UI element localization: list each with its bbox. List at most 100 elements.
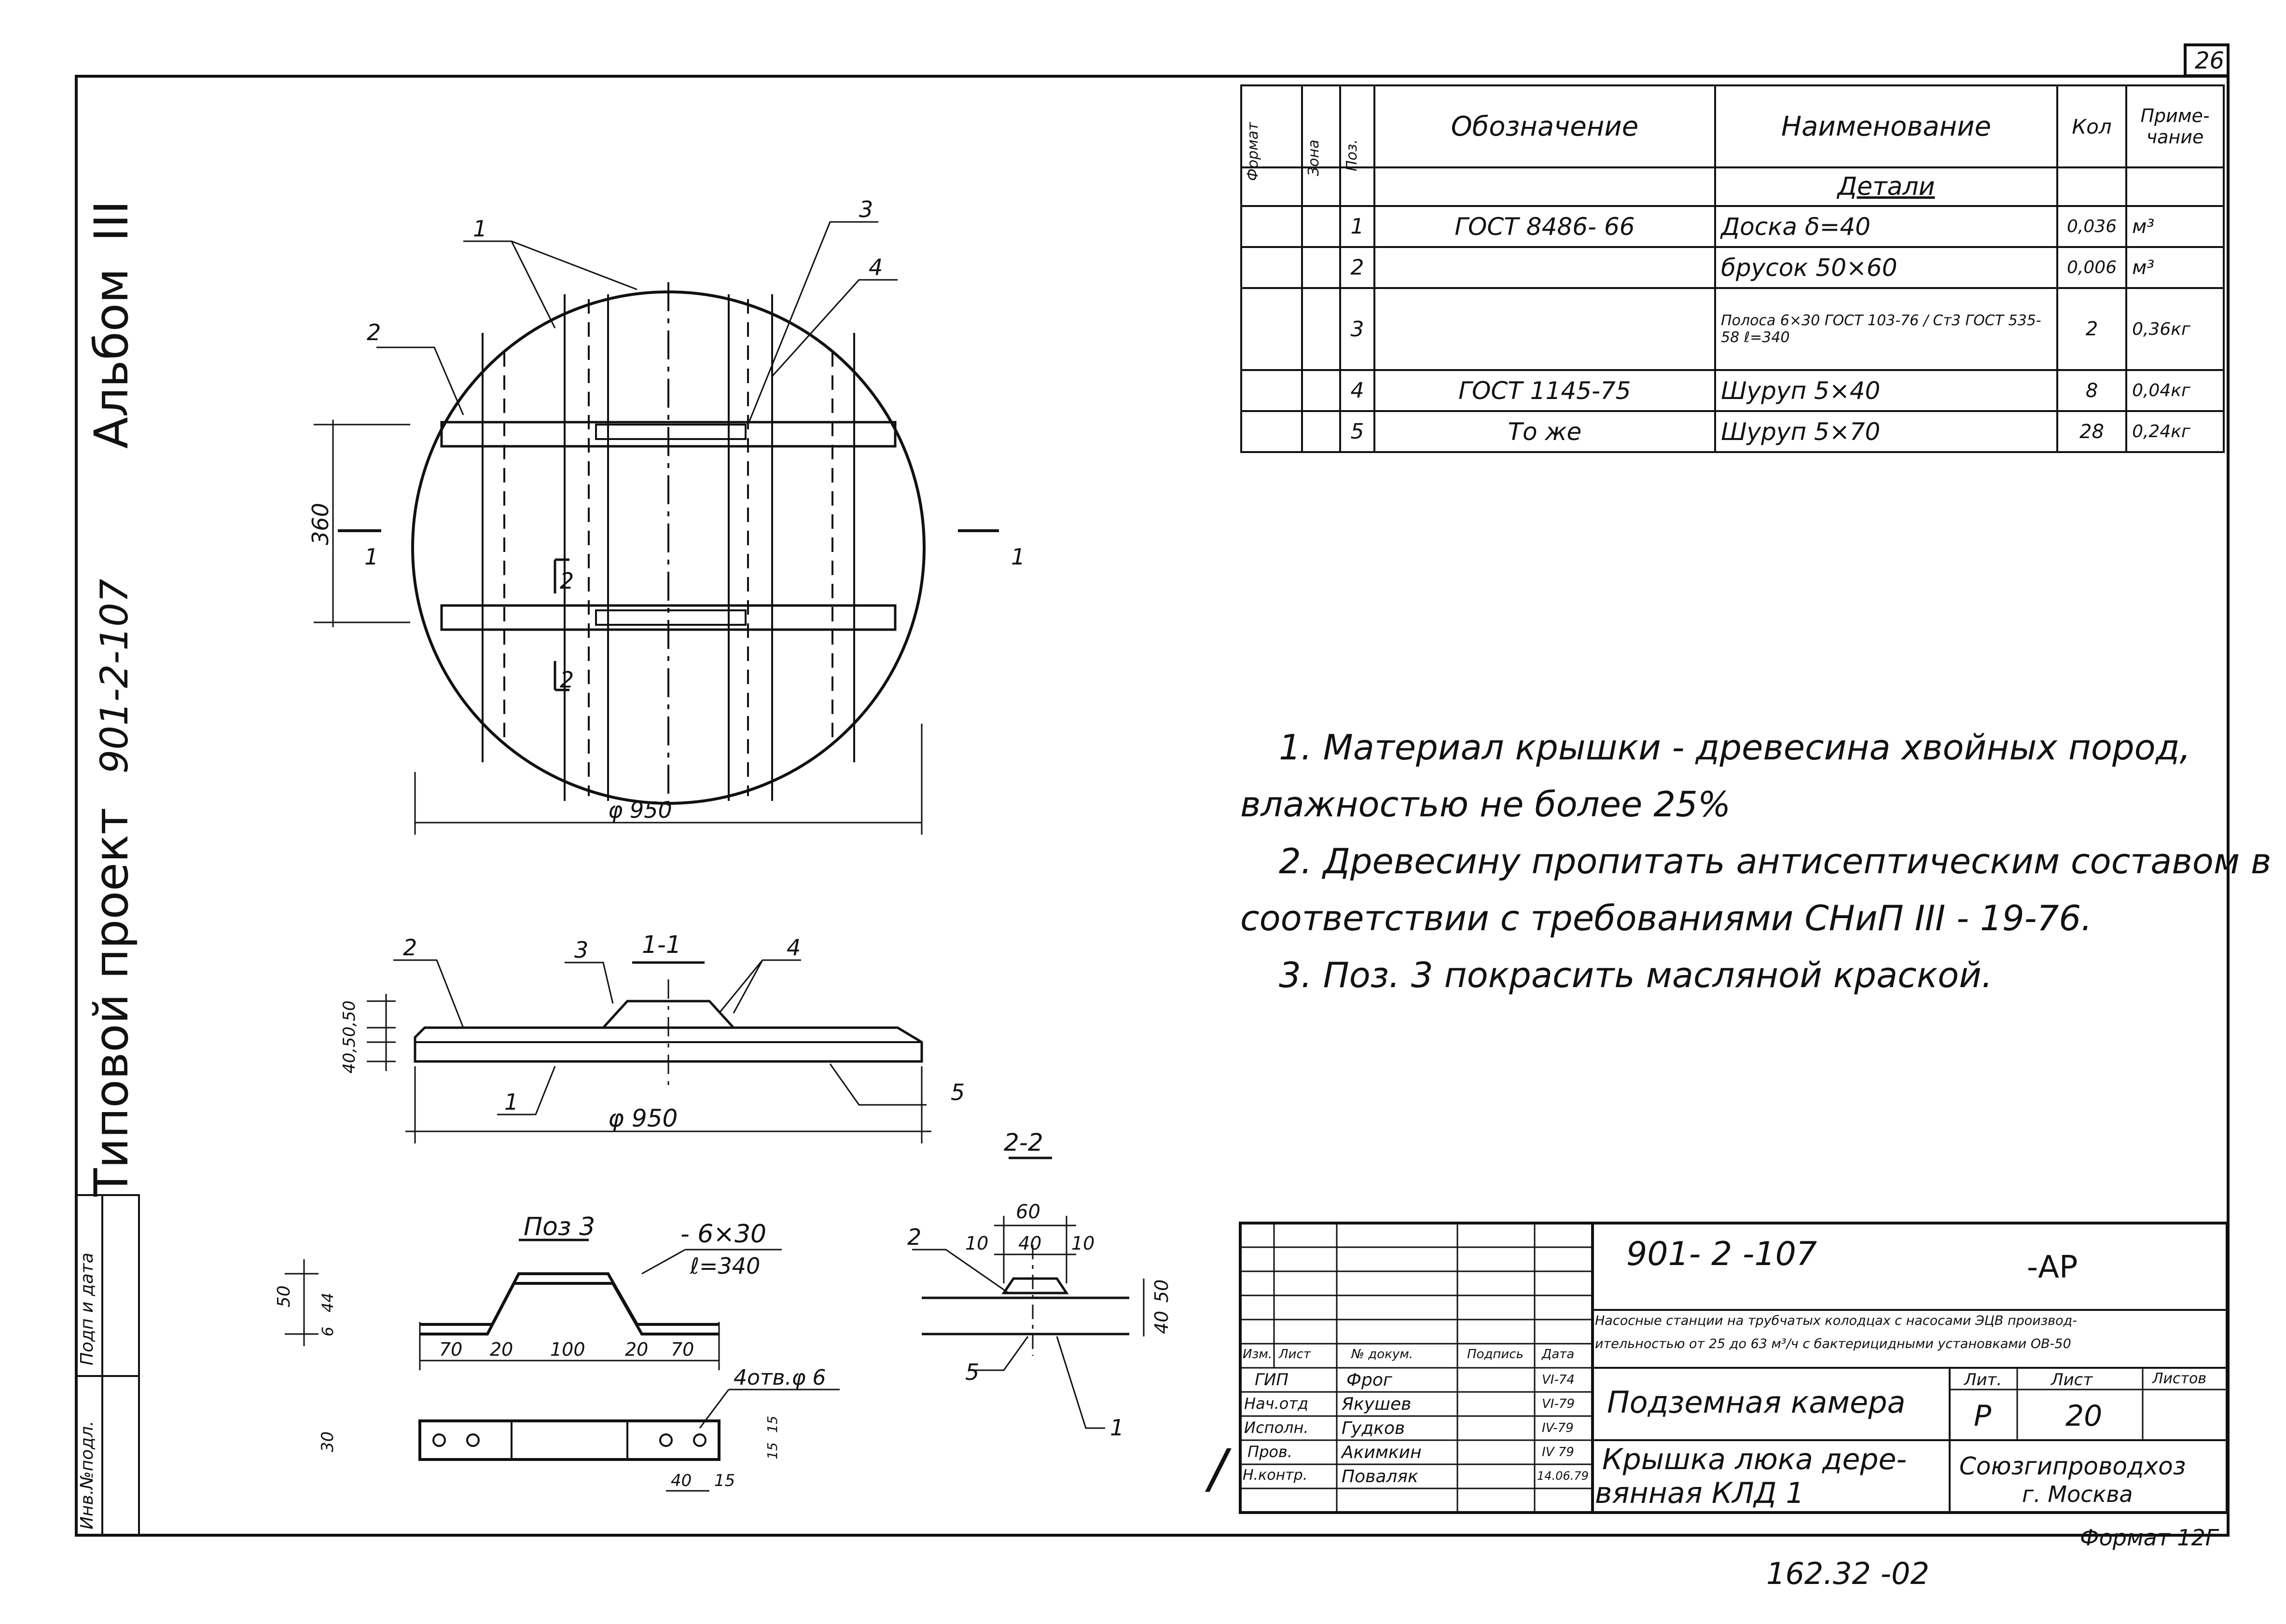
s22-dim-40v: 40 bbox=[1151, 1311, 1172, 1334]
plan-dim-360: 360 bbox=[307, 503, 333, 545]
pos3-plan-40: 40 bbox=[671, 1471, 692, 1490]
pos3-dim-6: 6 bbox=[319, 1327, 337, 1336]
plan-leader-4: 4 bbox=[869, 254, 883, 280]
staff-role-4: Пров. bbox=[1247, 1443, 1292, 1461]
hdr-note: Приме-чание bbox=[2125, 84, 2225, 168]
tb-subtitle-1: Насосные станции на трубчатых колодцах с… bbox=[1595, 1313, 2078, 1328]
staff-date-1: VI-74 bbox=[1542, 1373, 1575, 1387]
plan-leader-2: 2 bbox=[367, 319, 381, 345]
tb-col-lit: Лит. bbox=[1964, 1370, 2002, 1390]
section-1-1-diameter: φ 950 bbox=[608, 1104, 678, 1132]
plan-leader-3: 3 bbox=[859, 196, 873, 222]
pos3-dim-70a: 70 bbox=[439, 1339, 462, 1360]
tb-sheet-no: 20 bbox=[2065, 1399, 2103, 1433]
s11-leader-2: 2 bbox=[403, 935, 417, 961]
pos3-plan-30: 30 bbox=[318, 1431, 337, 1452]
staff-date-5: 14.06.79 bbox=[1537, 1469, 1589, 1483]
page-number-box bbox=[2184, 43, 2230, 77]
pos3-plan-15: 15 bbox=[714, 1471, 735, 1490]
s22-leader-2: 2 bbox=[907, 1224, 921, 1250]
staff-role-2: Нач.отд bbox=[1244, 1394, 1309, 1413]
s22-dim-60: 60 bbox=[1016, 1201, 1040, 1223]
tb-lit: Р bbox=[1974, 1399, 1992, 1433]
staff-date-2: VI-79 bbox=[1542, 1397, 1575, 1411]
s22-leader-1: 1 bbox=[1110, 1415, 1124, 1441]
pos3-dim-50: 50 bbox=[274, 1285, 294, 1307]
tb-col-sheets: Листов bbox=[2152, 1370, 2207, 1387]
section-title: Детали bbox=[1714, 166, 2059, 207]
rev-hdr-list: Лист bbox=[1279, 1347, 1311, 1362]
rev-hdr-izm: Изм. bbox=[1243, 1347, 1273, 1362]
staff-date-4: IV 79 bbox=[1542, 1445, 1574, 1459]
tb-org-2: г. Москва bbox=[2022, 1481, 2133, 1507]
pos3-length: ℓ=340 bbox=[690, 1253, 760, 1279]
tb-title-2b: вянная КЛД 1 bbox=[1595, 1476, 1804, 1510]
pos3-plan-15b: 15 bbox=[764, 1416, 780, 1433]
cut-mark-1-left: 1 bbox=[364, 544, 378, 570]
tb-code: 901- 2 -107 bbox=[1626, 1235, 1817, 1273]
s11-leader-3: 3 bbox=[574, 937, 588, 963]
notes-block: 1. Материал крышки - древесина хвойных п… bbox=[1240, 719, 2271, 1004]
note-1b: влажностью не более 25% bbox=[1240, 784, 1731, 825]
s22-dim-40: 40 bbox=[1018, 1233, 1041, 1254]
table-row: 5 То же Шуруп 5×70 28 0,24кг bbox=[1240, 410, 2225, 453]
staff-role-3: Исполн. bbox=[1244, 1418, 1309, 1437]
s22-dim-10b: 10 bbox=[1071, 1233, 1095, 1254]
plan-diameter: φ 950 bbox=[608, 797, 672, 823]
note-2: 2. Древесину пропитать антисептическим с… bbox=[1279, 841, 2272, 881]
note-2b: соответствии с требованиями СНиП III - 1… bbox=[1240, 898, 2092, 938]
rev-hdr-sign: Подпись bbox=[1467, 1347, 1524, 1362]
note-1: 1. Материал крышки - древесина хвойных п… bbox=[1279, 727, 2191, 768]
section-1-1-dims: 40,50,50 bbox=[340, 1001, 359, 1073]
s11-leader-5: 5 bbox=[951, 1079, 965, 1105]
format-label: Формат 12Г bbox=[2080, 1525, 2218, 1551]
side-stamp-box bbox=[75, 1194, 140, 1537]
cut-mark-2-bottom: 2 bbox=[560, 667, 574, 693]
pos3-dim-20b: 20 bbox=[625, 1339, 648, 1360]
s22-leader-5: 5 bbox=[965, 1359, 979, 1385]
tb-title-1: Подземная камера bbox=[1607, 1385, 1906, 1420]
table-row: 4 ГОСТ 1145-75 Шуруп 5×40 8 0,04кг bbox=[1240, 369, 2225, 412]
tb-title-2a: Крышка люка дере- bbox=[1602, 1443, 1907, 1476]
rev-hdr-date: Дата bbox=[1542, 1347, 1575, 1362]
tb-col-sheet: Лист bbox=[2051, 1370, 2093, 1390]
page-number: 26 bbox=[2195, 47, 2225, 74]
hdr-name: Наименование bbox=[1714, 84, 2059, 168]
hdr-designation: Обозначение bbox=[1373, 84, 1717, 168]
staff-date-3: IV-79 bbox=[1542, 1421, 1574, 1435]
section-1-1-title: 1-1 bbox=[642, 931, 681, 959]
s11-leader-1: 1 bbox=[504, 1089, 518, 1115]
bottom-code: 162.32 -02 bbox=[1766, 1556, 1929, 1591]
table-row: 1 ГОСТ 8486- 66 Доска δ=40 0,036 м³ bbox=[1240, 205, 2225, 248]
cut-mark-2-top: 2 bbox=[560, 568, 574, 594]
s22-dim-10a: 10 bbox=[965, 1233, 988, 1254]
tb-org-1: Союзгипроводхоз bbox=[1959, 1452, 2186, 1480]
section-2-2-title: 2-2 bbox=[1004, 1129, 1043, 1156]
staff-name-2: Якушев bbox=[1342, 1394, 1412, 1414]
staff-name-4: Акимкин bbox=[1342, 1443, 1422, 1462]
plan-leader-1: 1 bbox=[473, 216, 487, 242]
table-row: 3 Полоса 6×30 ГОСТ 103-76 / Ст3 ГОСТ 535… bbox=[1240, 287, 2225, 371]
note-3: 3. Поз. 3 покрасить масляной краской. bbox=[1279, 955, 1993, 995]
staff-name-3: Гудков bbox=[1342, 1418, 1405, 1438]
pos3-dim-100: 100 bbox=[550, 1339, 585, 1360]
cut-mark-1-right: 1 bbox=[1011, 544, 1025, 570]
table-row: 2 брусок 50×60 0,006 м³ bbox=[1240, 246, 2225, 289]
staff-role-5: Н.контр. bbox=[1243, 1467, 1308, 1484]
pos3-section: - 6×30 bbox=[680, 1220, 766, 1249]
s22-dim-50: 50 bbox=[1151, 1280, 1172, 1303]
tb-suffix: -АР bbox=[2027, 1250, 2078, 1285]
margin-mark: / bbox=[1209, 1438, 1227, 1500]
rev-hdr-doc: № докум. bbox=[1351, 1347, 1413, 1362]
pos3-dim-44: 44 bbox=[319, 1293, 337, 1312]
staff-name-5: Поваляк bbox=[1342, 1467, 1418, 1486]
specification-table: Формат Зона Поз. Обозначение Наименовани… bbox=[1240, 84, 2225, 453]
tb-subtitle-2: ительностью от 25 до 63 м³/ч с бактерици… bbox=[1595, 1336, 2071, 1351]
staff-name-1: Фрог bbox=[1346, 1370, 1392, 1390]
pos3-holes: 4отв.φ 6 bbox=[734, 1365, 826, 1390]
pos3-dim-20a: 20 bbox=[490, 1339, 513, 1360]
pos3-dim-70b: 70 bbox=[671, 1339, 694, 1360]
s11-leader-4: 4 bbox=[787, 935, 801, 961]
outer-frame bbox=[75, 75, 2230, 1537]
